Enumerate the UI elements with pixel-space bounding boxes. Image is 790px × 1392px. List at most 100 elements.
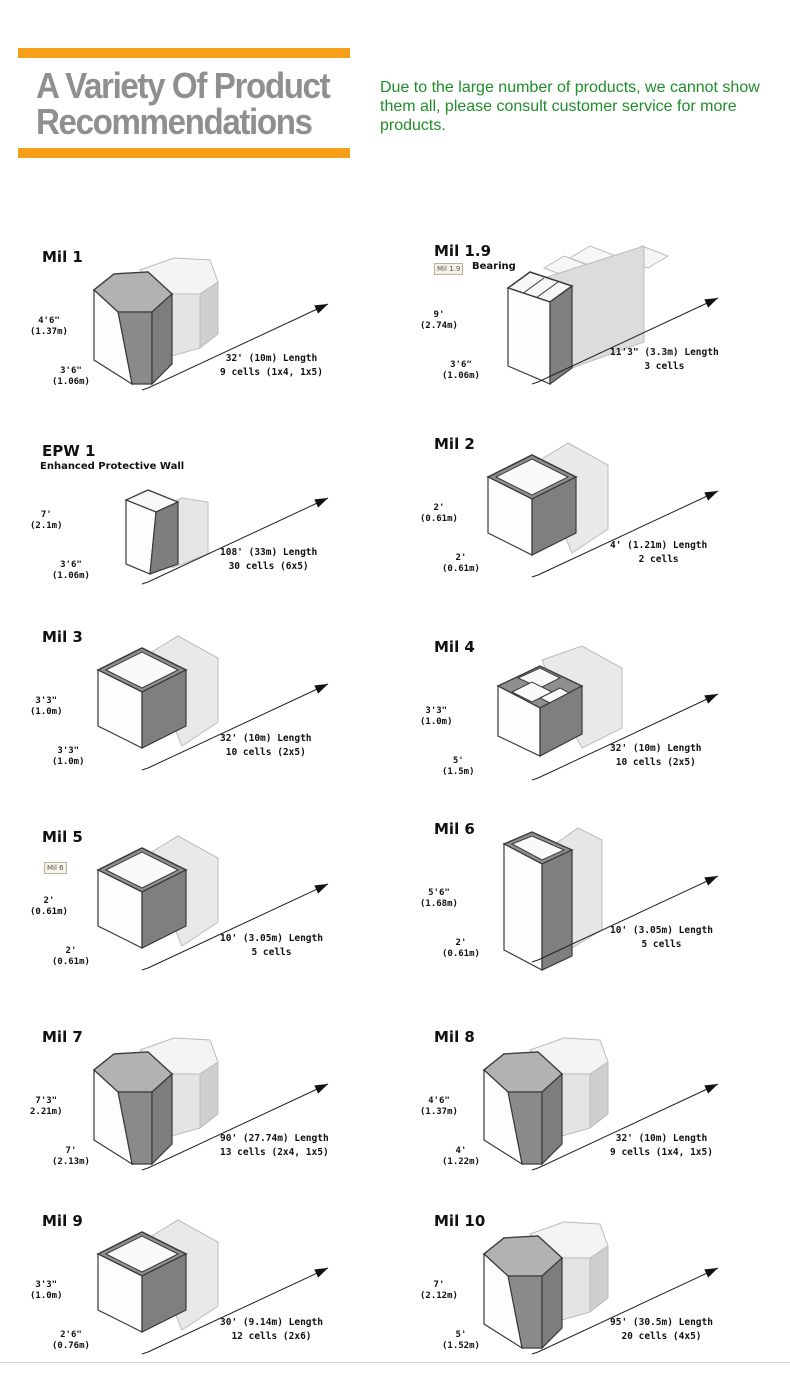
length-value: 32' (10m) Length (220, 733, 312, 744)
barrier-illustration (96, 1219, 219, 1333)
length-label: 10' (3.05m) Length 5 cells (220, 932, 323, 960)
height-label: 4'6"(1.37m) (420, 1096, 458, 1118)
front-cell (96, 1231, 188, 1333)
header-note: Due to the large number of products, we … (380, 79, 760, 134)
length-arrow (141, 1083, 329, 1171)
product-subtitle: Bearing (472, 261, 516, 272)
product-name: Mil 10 (434, 1212, 486, 1230)
height-metric: (1.68m) (420, 899, 458, 909)
width-value: 2' (455, 938, 467, 948)
height-value: 7' (433, 1280, 445, 1290)
front-cell (92, 1051, 174, 1166)
length-arrow (531, 1083, 719, 1171)
arrow-head (704, 298, 718, 308)
product-diagram (96, 835, 329, 971)
height-value: 3'3" (425, 706, 448, 716)
height-value: 2' (433, 503, 445, 513)
width-label: 2'(0.61m) (442, 553, 480, 575)
height-value: 5'6" (428, 888, 450, 898)
barrier-illustration (502, 827, 603, 971)
height-metric: (2.12m) (420, 1291, 458, 1301)
width-label: 7'(2.13m) (52, 1146, 90, 1168)
length-label: 10' (3.05m) Length 5 cells (610, 924, 713, 952)
barrier-illustration (92, 1037, 219, 1166)
height-label: 7'(2.12m) (420, 1280, 458, 1302)
product-name: Mil 3 (42, 628, 83, 646)
length-arrow (531, 297, 719, 385)
width-metric: (0.61m) (442, 564, 480, 574)
height-label: 2'(0.61m) (30, 896, 68, 918)
cell-count: 9 cells (1x4, 1x5) (610, 1147, 713, 1158)
height-label: 4'6"(1.37m) (30, 316, 68, 338)
width-metric: (1.52m) (442, 1341, 480, 1351)
width-value: 4' (455, 1146, 467, 1156)
width-metric: (1.0m) (52, 757, 85, 767)
width-value: 5' (452, 756, 464, 766)
arrow-head (314, 498, 328, 508)
front-cell (96, 647, 188, 749)
width-label: 3'6"(1.06m) (442, 360, 480, 382)
cell-count: 13 cells (2x4, 1x5) (220, 1147, 329, 1158)
product-tag: Mil 1.9 (434, 263, 464, 275)
barrier-illustration (124, 489, 209, 575)
cell-count: 20 cells (4x5) (621, 1331, 702, 1342)
cell-count: 12 cells (2x6) (231, 1331, 312, 1342)
height-metric: (1.0m) (420, 717, 453, 727)
width-metric: (1.06m) (52, 571, 90, 581)
barrier-illustration (482, 1037, 609, 1166)
height-label: 3'3"(1.0m) (30, 1280, 63, 1302)
cell-count: 10 cells (2x5) (225, 747, 306, 758)
length-value: 10' (3.05m) Length (610, 925, 713, 936)
product-name: Mil 8 (434, 1028, 475, 1046)
cell-count: 5 cells (251, 947, 292, 958)
front-cell (486, 454, 578, 556)
height-value: 7'3" (35, 1096, 58, 1106)
length-value: 10' (3.05m) Length (220, 933, 323, 944)
width-label: 3'3"(1.0m) (52, 746, 85, 768)
barrier-illustration (506, 245, 670, 386)
height-metric: (0.61m) (420, 514, 458, 524)
length-value: 108' (33m) Length (220, 547, 318, 558)
product-name: Mil 2 (434, 435, 475, 453)
length-label: 32' (10m) Length 10 cells (2x5) (220, 732, 312, 760)
width-value: 3'6" (450, 360, 472, 370)
front-cell (482, 1051, 564, 1166)
product-diagram (124, 489, 329, 585)
width-label: 5'(1.52m) (442, 1330, 480, 1352)
width-metric: (0.76m) (52, 1341, 90, 1351)
width-value: 3'6" (60, 560, 82, 570)
height-metric: (1.37m) (420, 1107, 458, 1117)
product-name: Mil 1.9 (434, 242, 492, 260)
product-name: Mil 5 (42, 828, 83, 846)
product-diagram (96, 1219, 329, 1355)
width-value: 2' (65, 946, 77, 956)
product-name: Mil 9 (42, 1212, 83, 1230)
product-diagram (502, 827, 719, 971)
width-metric: (1.22m) (442, 1157, 480, 1167)
arrow-head (314, 1084, 328, 1094)
width-metric: (0.61m) (52, 957, 90, 967)
height-label: 7'(2.1m) (30, 510, 63, 532)
height-label: 3'3"(1.0m) (420, 706, 453, 728)
arrow-head (314, 1268, 328, 1278)
cell-count: 30 cells (6x5) (228, 561, 309, 572)
width-label: 2'(0.61m) (442, 938, 480, 960)
product-name: Mil 4 (434, 638, 475, 656)
product-diagram (506, 245, 719, 386)
height-metric: (1.37m) (30, 327, 68, 337)
height-value: 3'3" (35, 1280, 58, 1290)
height-metric: (1.0m) (30, 707, 63, 717)
cell-count: 5 cells (641, 939, 682, 950)
height-metric: (2.1m) (30, 521, 63, 531)
